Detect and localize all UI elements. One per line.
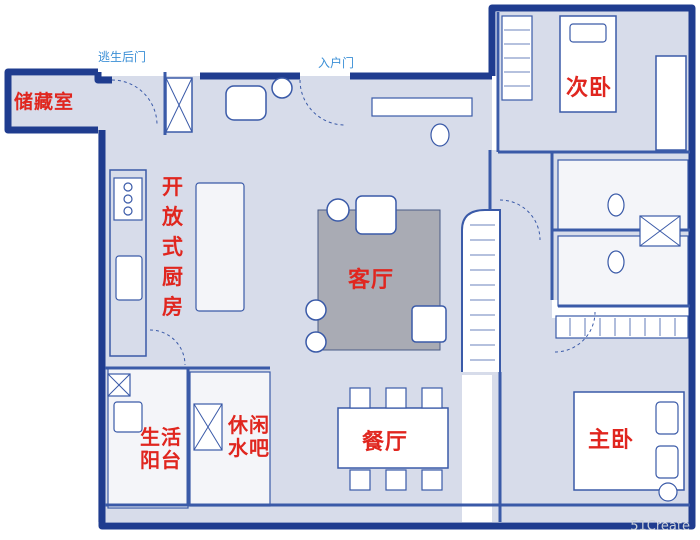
toilet-1 xyxy=(430,123,450,147)
washer xyxy=(113,401,143,433)
side-chair xyxy=(411,305,447,343)
stove xyxy=(113,177,143,221)
kitchen-island xyxy=(195,182,245,312)
utility-balcony-label: 生活 阳台 xyxy=(140,425,182,472)
watermark: 51Create xyxy=(630,519,690,534)
lounge-chair xyxy=(355,195,397,235)
kitchen-label: 开放式厨房 xyxy=(162,175,184,319)
left-wall xyxy=(98,130,460,530)
bath-zone-1 xyxy=(557,159,689,231)
top-wall xyxy=(94,72,112,84)
bath-zone-2 xyxy=(557,235,689,307)
storage-walls xyxy=(4,68,98,134)
armchair xyxy=(225,85,267,121)
escape-door-swing xyxy=(111,79,158,126)
entrance-door-swing xyxy=(299,79,346,126)
entrance-door-label: 入户门 xyxy=(318,56,355,70)
second-bedroom-label: 次卧 xyxy=(566,76,613,101)
sink xyxy=(115,255,143,301)
storage-label: 储藏室 xyxy=(14,91,75,113)
balcony-zone xyxy=(107,367,189,509)
water-bar-label: 休闲 水吧 xyxy=(228,413,270,460)
living-label: 客厅 xyxy=(348,268,395,293)
kitchen-counter xyxy=(109,169,147,357)
toilet-2 xyxy=(607,193,625,217)
dining-label: 餐厅 xyxy=(362,430,409,455)
dining-table xyxy=(337,407,449,469)
curved-wall xyxy=(461,209,501,372)
entry-cabinet xyxy=(371,97,473,117)
wardrobe-master xyxy=(555,315,689,339)
storage-floor xyxy=(8,76,98,130)
escape-back-door-label: 逃生后门 xyxy=(98,50,147,64)
master-bedroom-label: 主卧 xyxy=(588,428,635,453)
toilet-3 xyxy=(607,250,625,274)
bedroom-walls xyxy=(460,4,696,530)
second-desk xyxy=(655,55,687,151)
